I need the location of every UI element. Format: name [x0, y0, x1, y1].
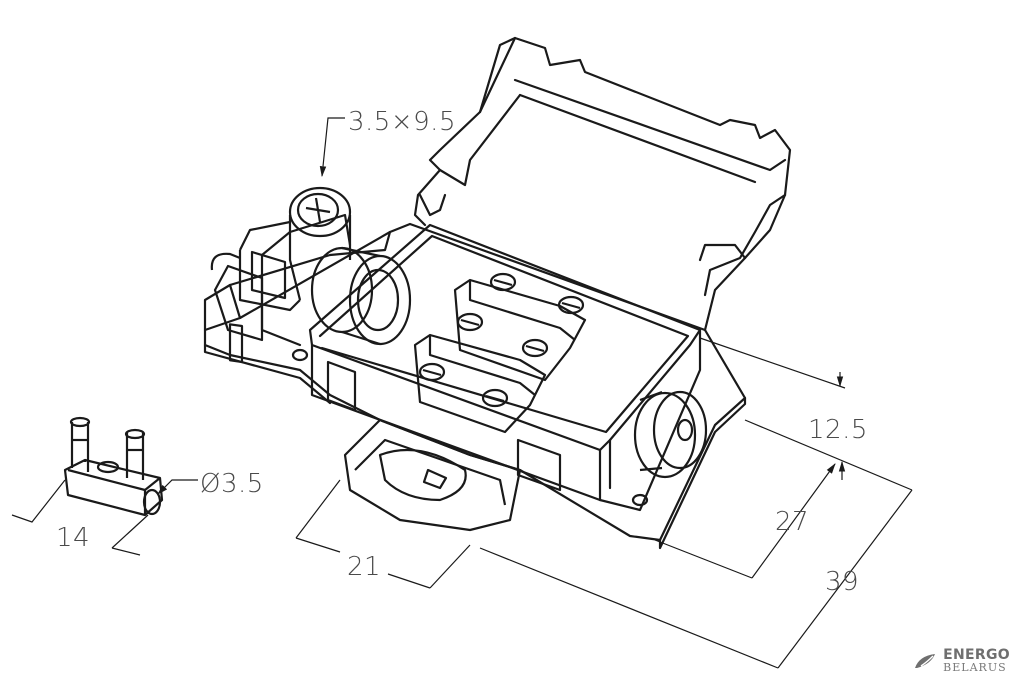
screw-tower — [238, 186, 352, 312]
left-latch — [210, 252, 264, 364]
dim-bridge-length-label: 14 — [56, 523, 90, 553]
dim-height-label: 12.5 — [808, 415, 868, 445]
wire-seal-right — [633, 390, 708, 479]
brand-logo: ENERGO BELARUS — [913, 648, 1010, 673]
terminal-block-upper — [453, 272, 587, 382]
front-tab — [343, 418, 522, 532]
dim-length-label: 39 — [825, 567, 859, 597]
bridge-part — [63, 416, 164, 517]
dim-opening-label: 21 — [347, 552, 381, 582]
wire-seal-left — [310, 246, 412, 346]
dim-slot-label: 3.5×9.5 — [348, 107, 456, 137]
leaf-icon — [915, 653, 936, 668]
logo-line2: BELARUS — [943, 661, 1007, 674]
dim-diameter-label: Ø3.5 — [200, 469, 264, 499]
logo-line1: ENERGO — [943, 647, 1010, 663]
dimension-lines — [11, 117, 913, 669]
front-clips — [291, 348, 649, 507]
dim-width-label: 27 — [775, 507, 809, 537]
junction-box — [203, 36, 792, 550]
terminal-block-lower — [413, 333, 547, 434]
